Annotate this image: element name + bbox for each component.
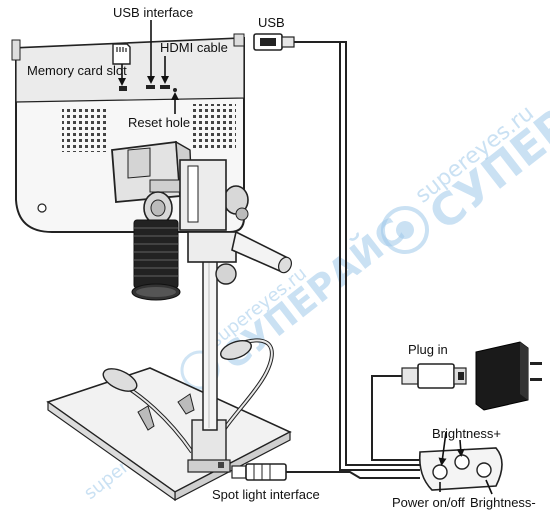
plug-in-cable bbox=[371, 375, 420, 461]
spot-light-cable bbox=[286, 471, 420, 479]
vent-grille-right bbox=[192, 104, 236, 148]
hdmi-cable-label: HDMI cable bbox=[160, 40, 228, 55]
brightness-plus-label: Brightness+ bbox=[432, 426, 501, 441]
leader-arrows bbox=[118, 20, 493, 495]
horizontal-arm bbox=[231, 230, 293, 274]
usb-plug bbox=[401, 363, 467, 389]
audio-jack-connector bbox=[231, 463, 287, 481]
sample-clip-left bbox=[137, 405, 155, 431]
objective-lens bbox=[131, 219, 181, 301]
usb-interface-port bbox=[146, 85, 155, 89]
spot-light-interface-label: Spot light interface bbox=[212, 487, 320, 502]
usb-cable bbox=[292, 41, 420, 471]
stand-base-block bbox=[187, 419, 231, 473]
brightness-minus-button-icon[interactable] bbox=[476, 462, 492, 478]
gooseneck-light-right bbox=[210, 338, 274, 449]
brightness-minus-label: Brightness- bbox=[470, 495, 536, 510]
reset-hole-label: Reset hole bbox=[128, 115, 190, 130]
sample-clip-right bbox=[177, 393, 195, 415]
plug-in-label: Plug in bbox=[408, 342, 448, 357]
reset-hole-port bbox=[173, 88, 177, 92]
focus-rack bbox=[179, 159, 227, 231]
control-box bbox=[418, 447, 503, 491]
power-on-off-label: Power on/off bbox=[392, 495, 465, 510]
power-adapter bbox=[475, 341, 542, 411]
gooseneck-light-left bbox=[102, 368, 194, 454]
memory-card-slot-label: Memory card slot bbox=[27, 63, 127, 78]
memory-card-port bbox=[119, 86, 127, 91]
memory-card-icon bbox=[112, 43, 131, 65]
usb-label: USB bbox=[258, 15, 285, 30]
power-button-icon[interactable] bbox=[432, 464, 448, 480]
vent-grille-left bbox=[62, 108, 106, 152]
hdmi-port bbox=[160, 85, 170, 89]
usb-connector bbox=[253, 33, 295, 51]
usb-interface-label: USB interface bbox=[113, 5, 193, 20]
focus-knob-left bbox=[143, 191, 173, 225]
brightness-plus-button-icon[interactable] bbox=[454, 454, 470, 470]
